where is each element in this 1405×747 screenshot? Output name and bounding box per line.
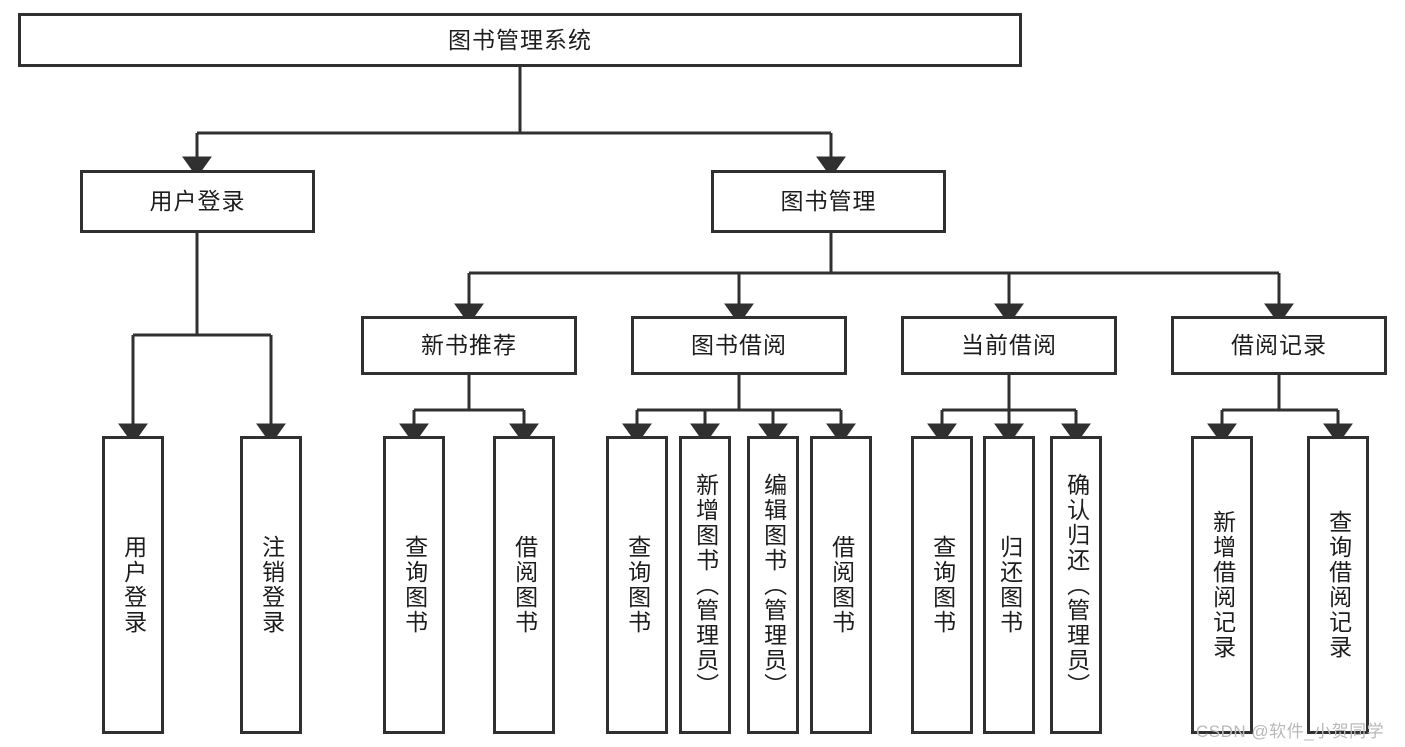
node-leaf-query-book-1[interactable]: 查询图书 (383, 436, 445, 734)
node-leaf-query-record-label: 查询借阅记录 (1325, 510, 1352, 660)
node-book-management-label: 图书管理 (780, 188, 877, 215)
node-leaf-add-record[interactable]: 新增借阅记录 (1191, 436, 1253, 734)
node-root[interactable]: 图书管理系统 (18, 13, 1022, 67)
node-leaf-edit-book-label: 编辑图书（管理员） (760, 472, 787, 698)
node-leaf-return-book[interactable]: 归还图书 (983, 436, 1035, 734)
node-leaf-add-book[interactable]: 新增图书（管理员） (679, 436, 731, 734)
node-leaf-add-book-label: 新增图书（管理员） (692, 472, 719, 698)
node-current-borrow-label: 当前借阅 (961, 332, 1057, 359)
node-leaf-confirm-return[interactable]: 确认归还（管理员） (1050, 436, 1102, 734)
node-user-login-label: 用户登录 (149, 188, 246, 215)
node-current-borrow[interactable]: 当前借阅 (901, 316, 1117, 375)
node-leaf-query-book-3-label: 查询图书 (929, 535, 956, 635)
node-leaf-confirm-return-label: 确认归还（管理员） (1063, 472, 1090, 698)
node-leaf-query-book-2[interactable]: 查询图书 (606, 436, 668, 734)
node-borrow-record[interactable]: 借阅记录 (1171, 316, 1387, 375)
node-root-label: 图书管理系统 (448, 26, 592, 53)
node-book-borrow-label: 图书借阅 (691, 332, 787, 359)
node-leaf-user-login[interactable]: 用户登录 (102, 436, 164, 734)
node-leaf-return-book-label: 归还图书 (996, 535, 1023, 635)
node-leaf-query-book-1-label: 查询图书 (401, 535, 428, 635)
node-leaf-query-record[interactable]: 查询借阅记录 (1307, 436, 1369, 734)
node-book-management[interactable]: 图书管理 (711, 170, 946, 233)
node-leaf-edit-book[interactable]: 编辑图书（管理员） (747, 436, 799, 734)
node-leaf-logout-login-label: 注销登录 (258, 535, 285, 635)
node-leaf-query-book-2-label: 查询图书 (624, 535, 651, 635)
node-leaf-logout-login[interactable]: 注销登录 (240, 436, 302, 734)
node-borrow-record-label: 借阅记录 (1231, 332, 1327, 359)
node-new-book-recommend[interactable]: 新书推荐 (361, 316, 577, 375)
node-leaf-borrow-book-1[interactable]: 借阅图书 (493, 436, 555, 734)
node-leaf-add-record-label: 新增借阅记录 (1209, 510, 1236, 660)
node-user-login[interactable]: 用户登录 (80, 170, 315, 233)
node-leaf-borrow-book-1-label: 借阅图书 (511, 535, 538, 635)
watermark-text: CSDN @软件_小贺同学 (1196, 722, 1385, 741)
node-book-borrow[interactable]: 图书借阅 (631, 316, 847, 375)
node-leaf-query-book-3[interactable]: 查询图书 (911, 436, 973, 734)
node-leaf-user-login-label: 用户登录 (120, 535, 147, 635)
node-leaf-borrow-book-2-label: 借阅图书 (828, 535, 855, 635)
node-leaf-borrow-book-2[interactable]: 借阅图书 (810, 436, 872, 734)
node-new-book-recommend-label: 新书推荐 (421, 332, 517, 359)
